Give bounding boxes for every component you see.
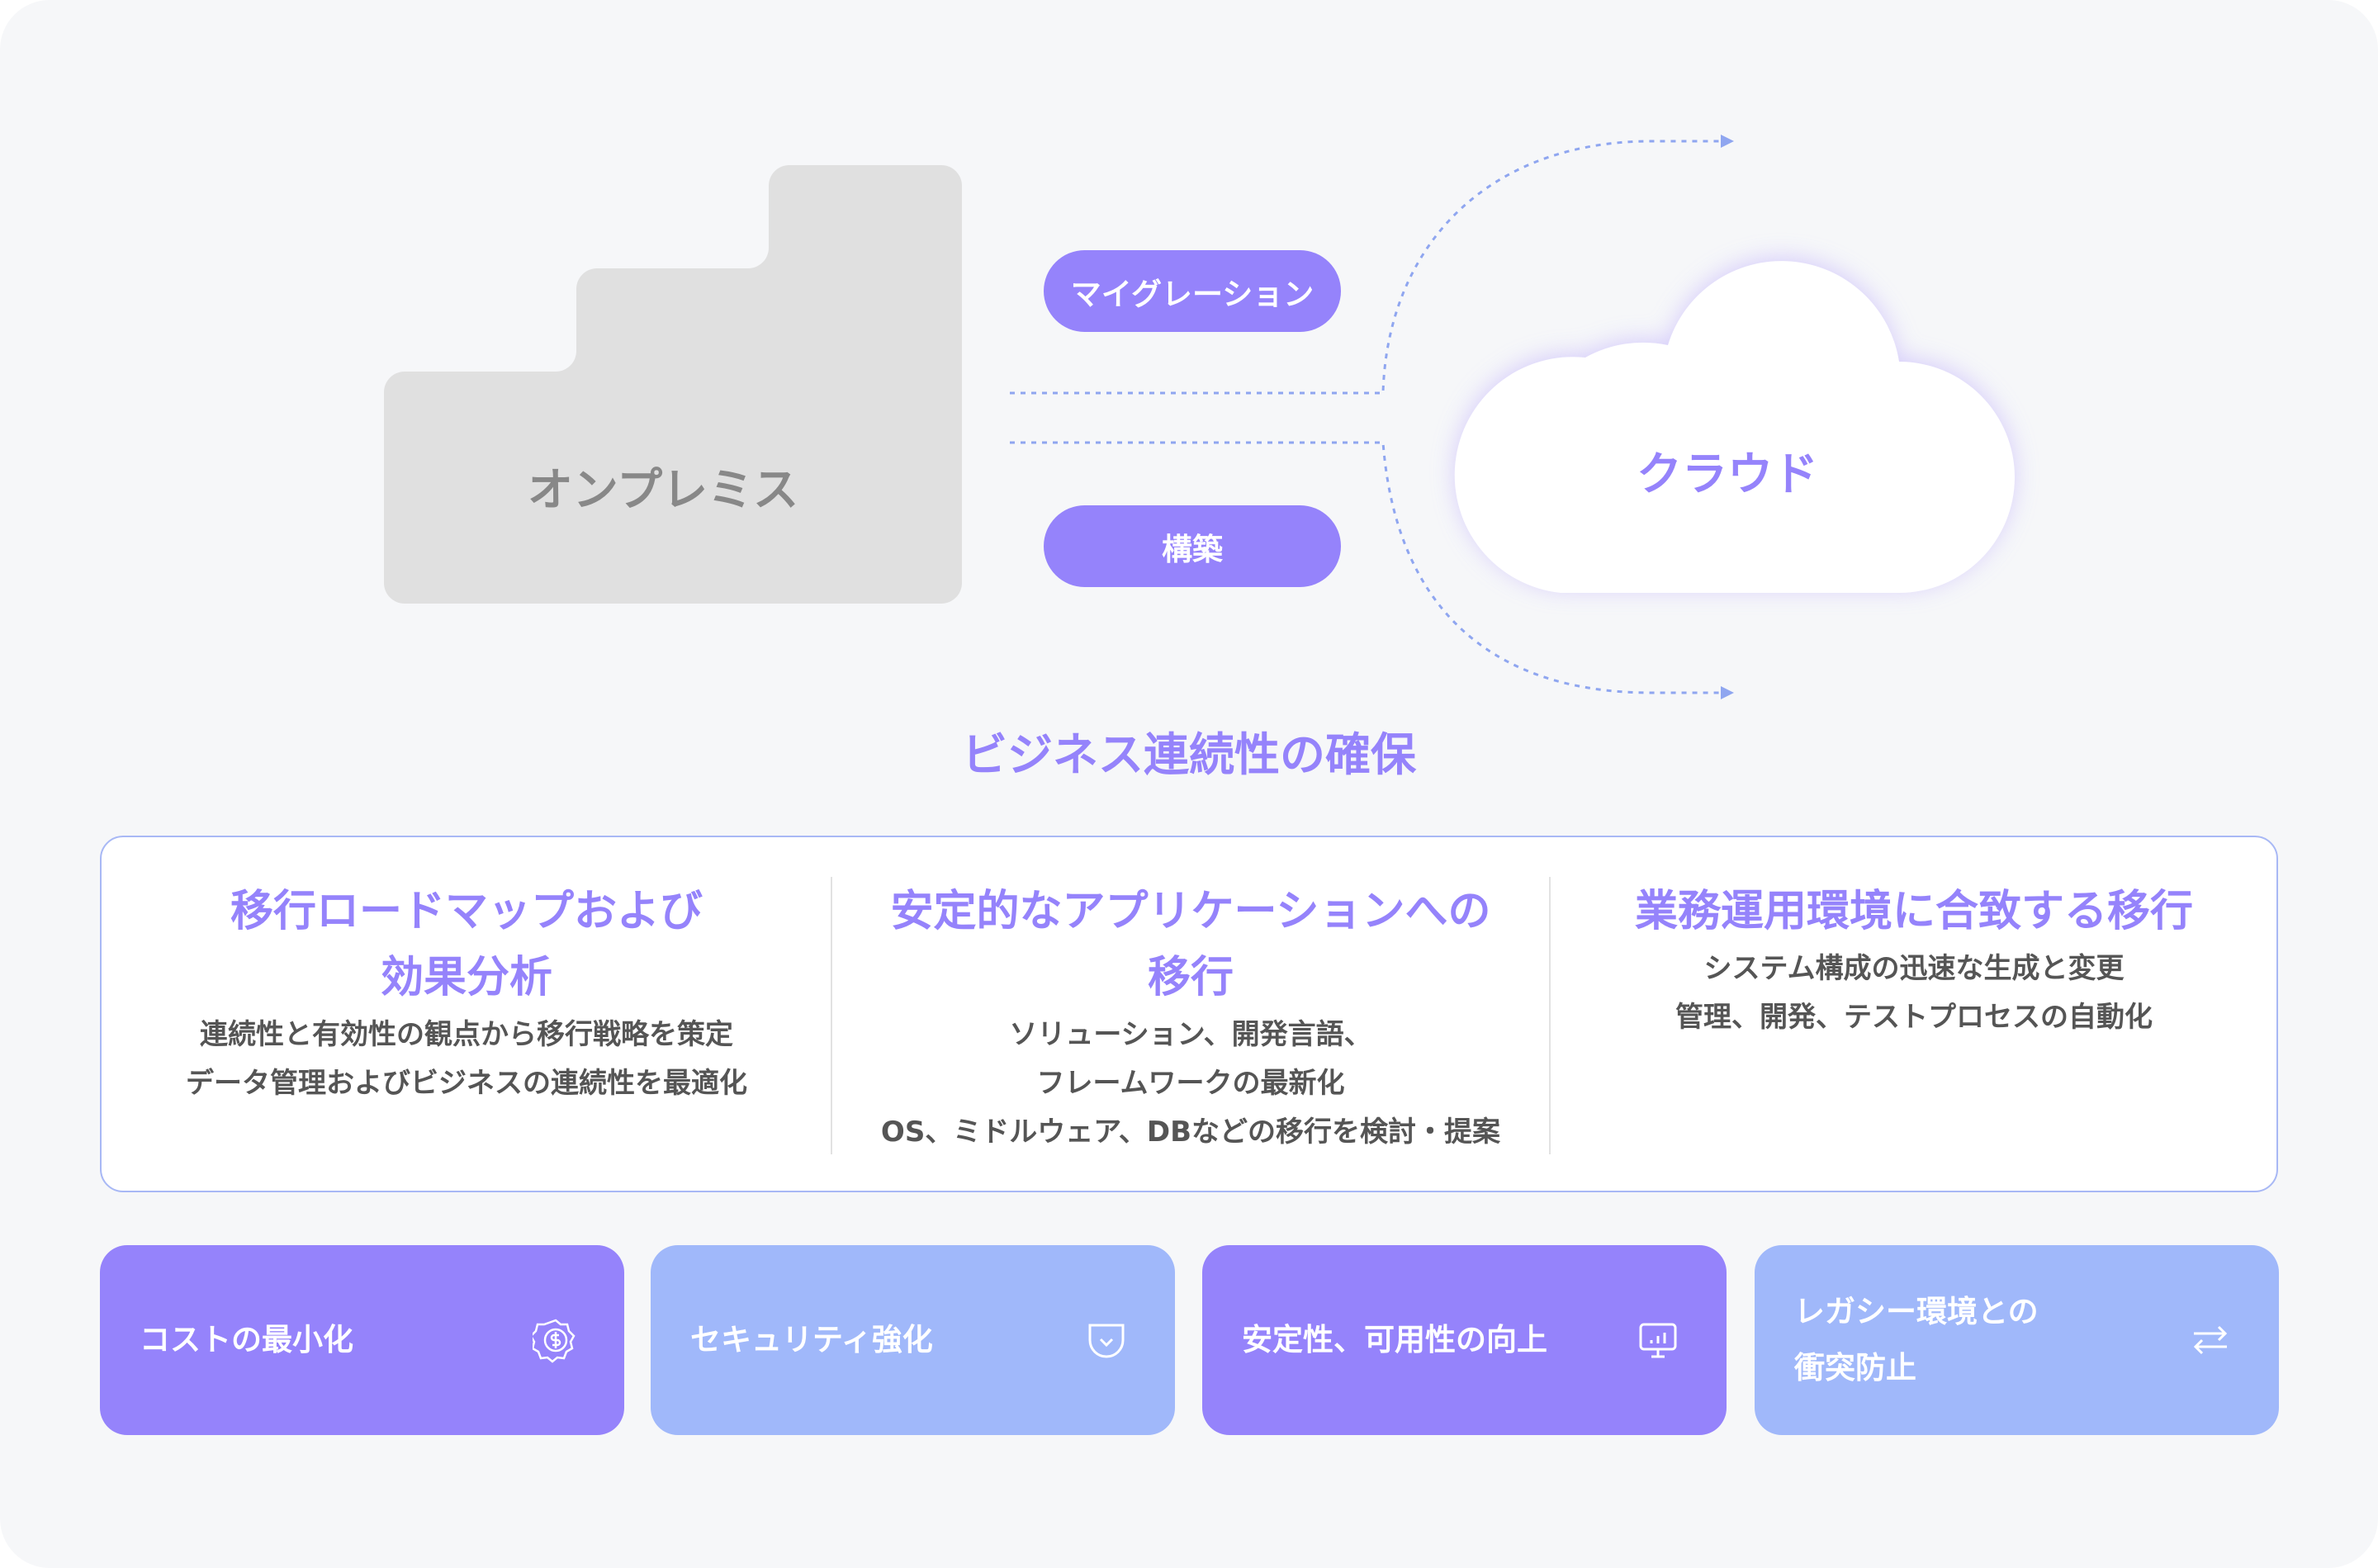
column-title: 安定的なアプリケーションへの: [890, 887, 1491, 936]
card-legacy: レガシー環境との衝突防止: [1755, 1245, 2279, 1435]
migration-pill: マイグレーション: [1044, 250, 1341, 332]
onprem-label: オンプレミス: [527, 463, 799, 516]
card-label: 安定性、可用性の向上: [1242, 1322, 1547, 1357]
dotted-line-upper: [1010, 140, 1726, 395]
card-label: レガシー環境との: [1794, 1294, 2039, 1329]
column-line: フレームワークの最新化: [1036, 1067, 1345, 1100]
column-divider: [831, 877, 832, 1154]
dollar-badge-icon: [533, 1319, 576, 1363]
cloud-label: クラウド: [1636, 448, 1819, 500]
card-label: セキュリティ強化: [690, 1322, 933, 1357]
column-roadmap: 移行ロードマップおよび効果分析 連続性と有効性の観点から移行戦略を策定データ管理…: [102, 879, 831, 1108]
column-title: 移行: [1147, 953, 1234, 1002]
column-line: OS、ミドルウェア、DBなどの移行を検討・提案: [880, 1116, 1501, 1149]
swap-arrows-icon: [2193, 1325, 2228, 1355]
section-title: ビジネス連続性の確保: [961, 728, 1417, 781]
onprem-steps-shape: [384, 165, 962, 604]
card-stability: 安定性、可用性の向上: [1202, 1245, 1727, 1435]
cloud-shape: [1454, 258, 2015, 593]
column-application: 安定的なアプリケーションへの移行 ソリューション、開発言語、フレームワークの最新…: [831, 879, 1550, 1157]
column-operations: 業務運用環境に合致する移行 システム構成の迅速な生成と変更管理、開発、テストプロ…: [1550, 879, 2278, 1042]
column-title: 移行ロードマップおよび: [230, 887, 703, 936]
card-cost: コストの最小化: [100, 1245, 624, 1435]
column-divider: [1549, 877, 1551, 1154]
column-line: 連続性と有効性の観点から移行戦略を策定: [200, 1018, 733, 1051]
shield-check-icon: [1088, 1324, 1125, 1358]
dotted-line-lower: [1010, 441, 1726, 694]
column-line: データ管理およびビジネスの連続性を最適化: [186, 1067, 747, 1100]
card-label: 衝突防止: [1794, 1350, 1916, 1386]
migration-graphic: [384, 135, 2015, 699]
column-line: ソリューション、開発言語、: [1009, 1018, 1372, 1051]
card-security: セキュリティ強化: [651, 1245, 1175, 1435]
arrowhead-upper: [1721, 135, 1734, 148]
column-title: 業務運用環境に合致する移行: [1634, 887, 2193, 936]
arrowhead-lower: [1721, 686, 1734, 699]
features-box: 移行ロードマップおよび効果分析 連続性と有効性の観点から移行戦略を策定データ管理…: [100, 836, 2278, 1192]
column-title: 効果分析: [380, 953, 552, 1002]
build-pill: 構築: [1044, 505, 1341, 587]
column-line: システム構成の迅速な生成と変更: [1703, 952, 2125, 985]
monitor-chart-icon: [1639, 1323, 1677, 1358]
column-line: 管理、開発、テストプロセスの自動化: [1675, 1001, 2153, 1034]
card-label: コストの最小化: [140, 1322, 353, 1357]
